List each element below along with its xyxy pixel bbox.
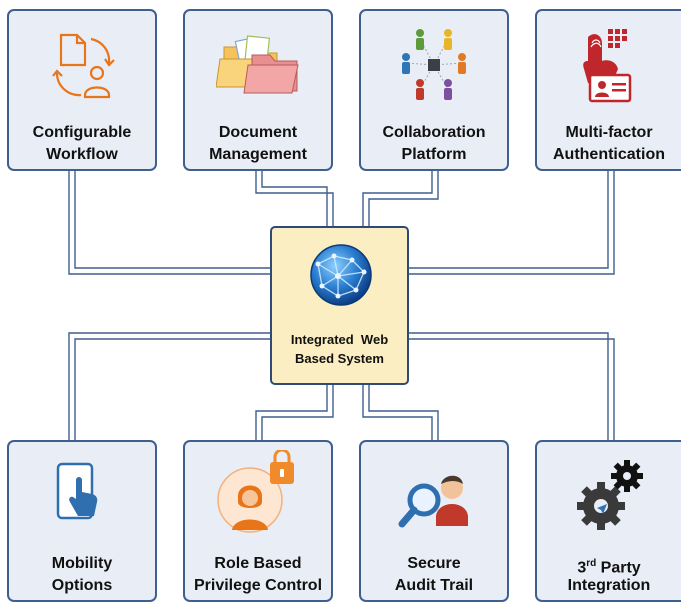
ordinal-suffix: rd bbox=[586, 558, 597, 569]
feature-label-line1: Secure bbox=[407, 555, 461, 572]
hub-label-line1: Integrated Web bbox=[290, 332, 389, 347]
feature-third-party-integration: 3rd Party Integration bbox=[535, 440, 681, 602]
feature-label-line2: Audit Trail bbox=[394, 577, 474, 594]
party-word: Party bbox=[596, 559, 641, 577]
feature-multi-factor-authentication: Multi-factor Authentication bbox=[535, 9, 681, 171]
feature-label-line2: Platform bbox=[401, 146, 467, 163]
integrated-web-system-hub: Integrated Web Based System bbox=[270, 226, 409, 385]
fingerprint-id-icon bbox=[583, 29, 632, 103]
feature-label-line2: Workflow bbox=[46, 146, 118, 163]
touch-tablet-icon bbox=[56, 462, 98, 520]
people-network-icon bbox=[402, 29, 466, 100]
audit-magnifier-icon bbox=[398, 475, 468, 528]
feature-document-management: Document Management bbox=[183, 9, 333, 171]
feature-label-line1: Configurable bbox=[32, 124, 132, 141]
feature-label-line2: Privilege Control bbox=[193, 577, 323, 594]
user-lock-icon bbox=[217, 450, 294, 533]
feature-label-line1: Multi-factor bbox=[565, 124, 653, 141]
feature-label-line1: Role Based bbox=[214, 555, 302, 572]
feature-label-line2: Management bbox=[209, 146, 307, 163]
feature-collaboration-platform: Collaboration Platform bbox=[359, 9, 509, 171]
feature-role-based-privilege-control: Role Based Privilege Control bbox=[183, 440, 333, 602]
ordinal-number: 3 bbox=[577, 559, 587, 577]
feature-label-line2: Authentication bbox=[553, 146, 665, 163]
globe-network-icon bbox=[310, 244, 372, 306]
feature-label-line1: Document bbox=[218, 124, 298, 141]
feature-label-line1: 3rd Party bbox=[537, 553, 681, 579]
feature-label-line1: Mobility bbox=[51, 555, 113, 572]
feature-secure-audit-trail: Secure Audit Trail bbox=[359, 440, 509, 602]
folders-icon bbox=[216, 35, 299, 94]
feature-label-line2: Options bbox=[51, 577, 113, 594]
gears-icon bbox=[577, 460, 643, 530]
feature-label-line1: Collaboration bbox=[382, 124, 486, 141]
workflow-icon bbox=[52, 33, 115, 99]
feature-label-line2: Integration bbox=[567, 577, 651, 594]
hub-label-line2: Based System bbox=[295, 351, 384, 366]
feature-mobility-options: Mobility Options bbox=[7, 440, 157, 602]
feature-configurable-workflow: Configurable Workflow bbox=[7, 9, 157, 171]
hub-label: Integrated Web Based System bbox=[272, 330, 407, 368]
